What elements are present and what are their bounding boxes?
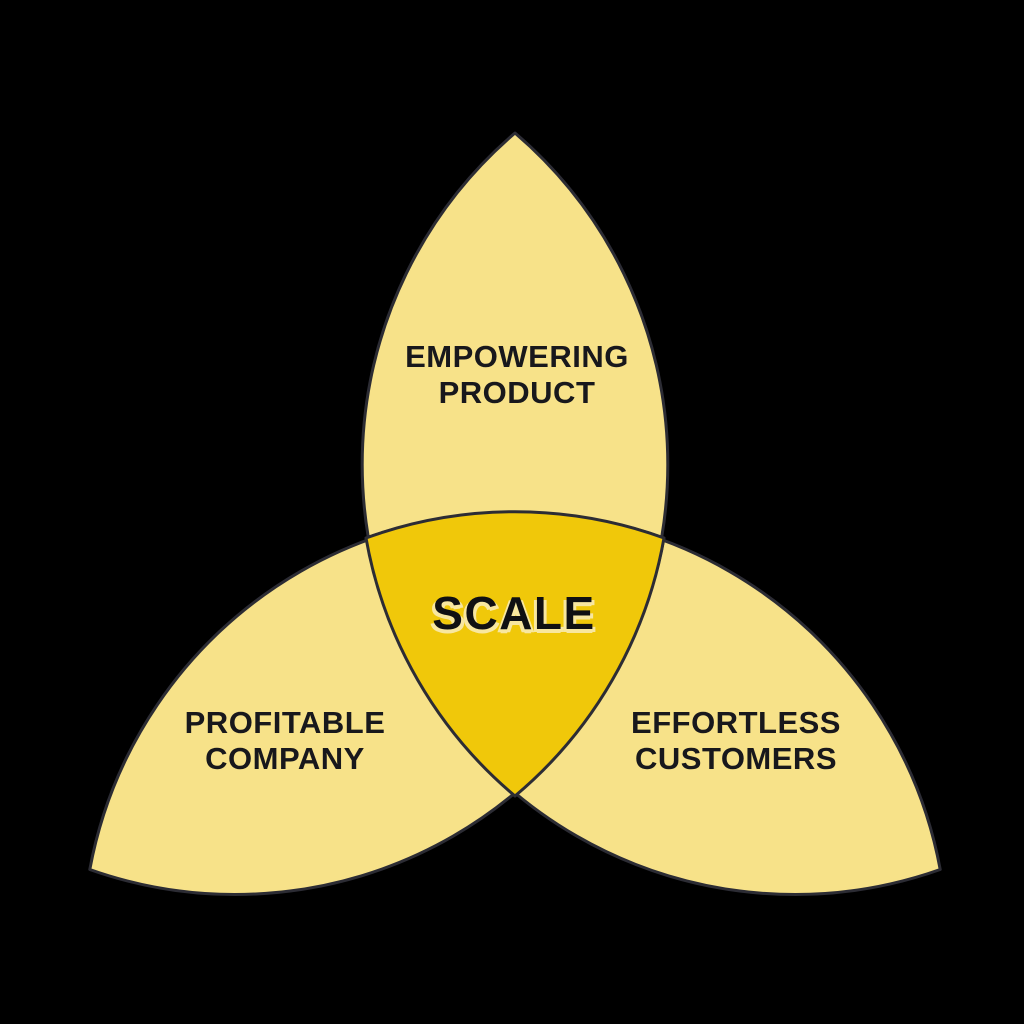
label-line: EMPOWERING bbox=[405, 339, 629, 374]
center-region-shape bbox=[364, 510, 666, 798]
label-line: COMPANY bbox=[205, 741, 365, 776]
label-line: PROFITABLE bbox=[184, 705, 386, 740]
label-line: PRODUCT bbox=[438, 375, 596, 410]
label-line: CUSTOMERS bbox=[634, 741, 838, 776]
label-line: EFFORTLESS bbox=[631, 705, 841, 740]
label-effortless-customers: EFFORTLESS CUSTOMERS bbox=[631, 705, 841, 777]
label-empowering-product: EMPOWERING PRODUCT bbox=[405, 339, 629, 411]
label-scale: SCALE bbox=[432, 587, 596, 639]
label-profitable-company: PROFITABLE COMPANY bbox=[185, 705, 386, 777]
